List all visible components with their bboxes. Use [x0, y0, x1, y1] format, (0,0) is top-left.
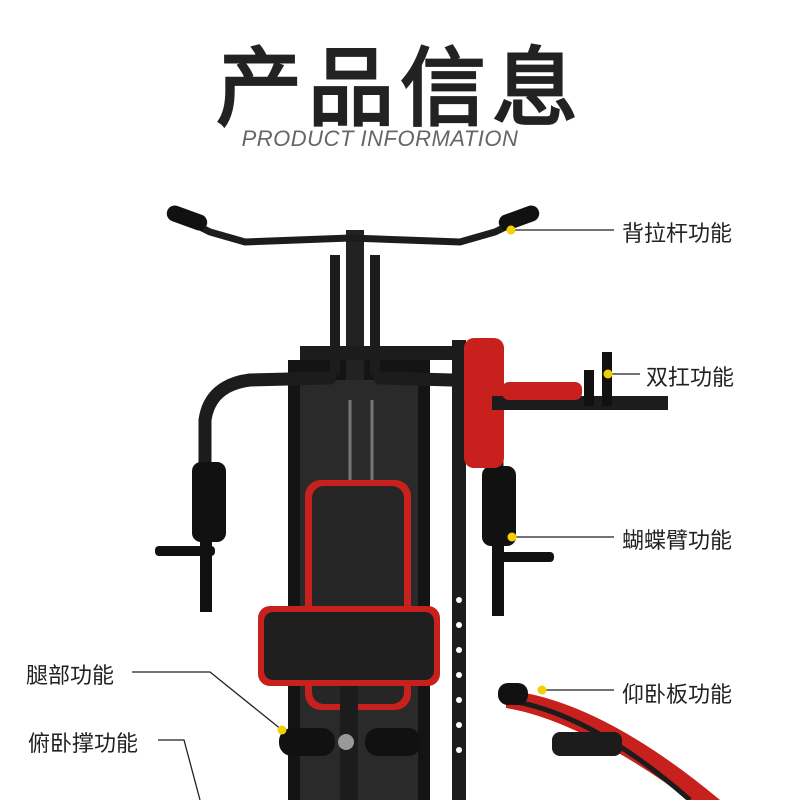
marker-dot: [506, 225, 516, 235]
dip-handle: [584, 370, 594, 406]
leg-seat-pad: [264, 612, 434, 680]
lat-pulldown-bar: [174, 212, 532, 246]
marker-dot: [277, 725, 287, 735]
arm-handle-right: [492, 546, 504, 616]
situp-foot-roller: [498, 683, 528, 705]
upright-post: [370, 255, 380, 375]
leg-roller-pad-right: [365, 728, 421, 756]
butterfly-pad-left: [192, 462, 226, 542]
bar-grip: [166, 205, 208, 231]
callout-label-butterfly: 蝴蝶臂功能: [622, 529, 733, 554]
callout-label-leg: 腿部功能: [26, 664, 115, 689]
marker-dot: [507, 532, 517, 542]
callout-label-lat-pulldown: 背拉杆功能: [622, 222, 733, 247]
marker-dot: [603, 369, 613, 379]
situp-frame: [505, 697, 692, 800]
callout-label-dip-bars: 双扛功能: [646, 366, 735, 391]
adjustment-holes: [456, 597, 462, 753]
arm-grip-right: [494, 552, 554, 562]
dip-tower-post: [452, 340, 466, 800]
callout-lines: [132, 229, 640, 800]
arm-grip-left: [155, 546, 215, 556]
butterfly-pad-right: [482, 466, 516, 546]
upright-post: [330, 255, 340, 375]
callout-label-situp: 仰卧板功能: [622, 683, 733, 708]
dip-armrest: [502, 382, 582, 400]
back-pad: [464, 338, 504, 468]
callout-line-pushup: [158, 739, 201, 800]
callout-line-leg: [132, 671, 283, 731]
marker-dot: [537, 685, 547, 695]
dip-handle: [602, 352, 612, 406]
adjust-knob: [338, 734, 354, 750]
center-column: [346, 230, 364, 380]
dumbbell: [552, 732, 622, 756]
arm-handle-left: [200, 542, 212, 612]
bar-grip: [498, 205, 540, 231]
top-crossbar: [300, 346, 452, 360]
butterfly-arm-left: [198, 371, 337, 477]
page-subtitle: PRODUCT INFORMATION: [241, 126, 519, 151]
page-title: 产品信息: [216, 39, 584, 139]
leg-roller-pad-left: [279, 728, 335, 756]
callout-label-pushup: 俯卧撑功能: [28, 732, 139, 757]
callout-markers: [277, 225, 613, 735]
